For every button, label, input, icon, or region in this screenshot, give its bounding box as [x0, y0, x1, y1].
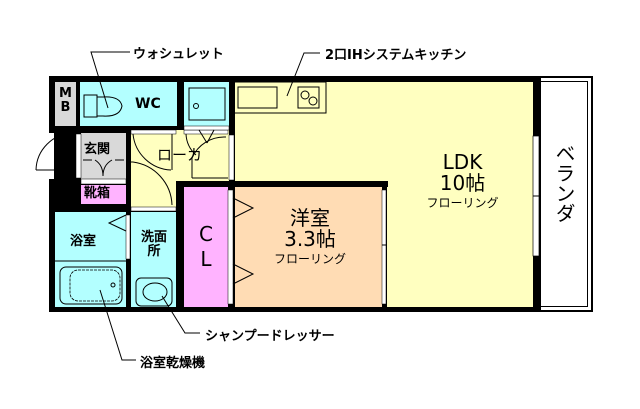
label-washroom-line1: 洗面 — [140, 230, 167, 245]
callout-shampoo-dresser: シャンプードレッサー — [205, 329, 335, 344]
label-mb-line1: M — [59, 86, 72, 101]
western-room-floor: フローリング — [273, 252, 346, 266]
label-closet: C L — [184, 222, 228, 272]
veranda — [541, 76, 593, 312]
label-ldk: LDK 10帖 フローリング — [400, 152, 525, 210]
callout-kitchen: 2口IHシステムキッチン — [325, 48, 467, 63]
room-western — [235, 187, 382, 307]
label-washroom-line2: 所 — [147, 243, 161, 259]
label-mb-line2: B — [60, 99, 71, 115]
room-shoe-box — [81, 185, 126, 204]
room-wash-basin — [184, 82, 229, 126]
ldk-size: 10帖 — [439, 171, 486, 195]
ldk-name: LDK — [442, 150, 483, 174]
label-veranda: ベランダ — [552, 143, 576, 223]
label-washroom: 洗面 所 — [134, 231, 174, 258]
room-ldk-lower — [387, 180, 533, 307]
room-closet — [184, 187, 228, 307]
room-wc — [80, 82, 177, 126]
label-western-room: 洋室 3.3帖 フローリング — [245, 208, 375, 266]
label-corridor: ローカ — [157, 146, 203, 164]
label-wc: WC — [135, 96, 161, 112]
label-bathroom: 浴室 — [70, 234, 97, 249]
room-washroom — [131, 212, 176, 307]
ldk-floor: フローリング — [426, 196, 499, 210]
callout-washlet: ウォシュレット — [133, 47, 224, 62]
label-closet-line2: L — [200, 247, 212, 271]
label-mb: M B — [55, 87, 76, 114]
western-room-size: 3.3帖 — [284, 227, 336, 251]
western-room-name: 洋室 — [290, 206, 330, 230]
label-closet-line1: C — [199, 222, 213, 246]
room-corridor-lower — [131, 180, 176, 209]
label-shoe-box: 靴箱 — [84, 186, 111, 201]
label-entrance: 玄関 — [84, 142, 111, 157]
veranda-inner-line — [541, 81, 588, 307]
callout-bath-dryer: 浴室乾燥機 — [140, 356, 206, 371]
room-mb — [55, 82, 76, 126]
room-bathroom — [55, 212, 126, 307]
room-ldk — [235, 82, 533, 182]
